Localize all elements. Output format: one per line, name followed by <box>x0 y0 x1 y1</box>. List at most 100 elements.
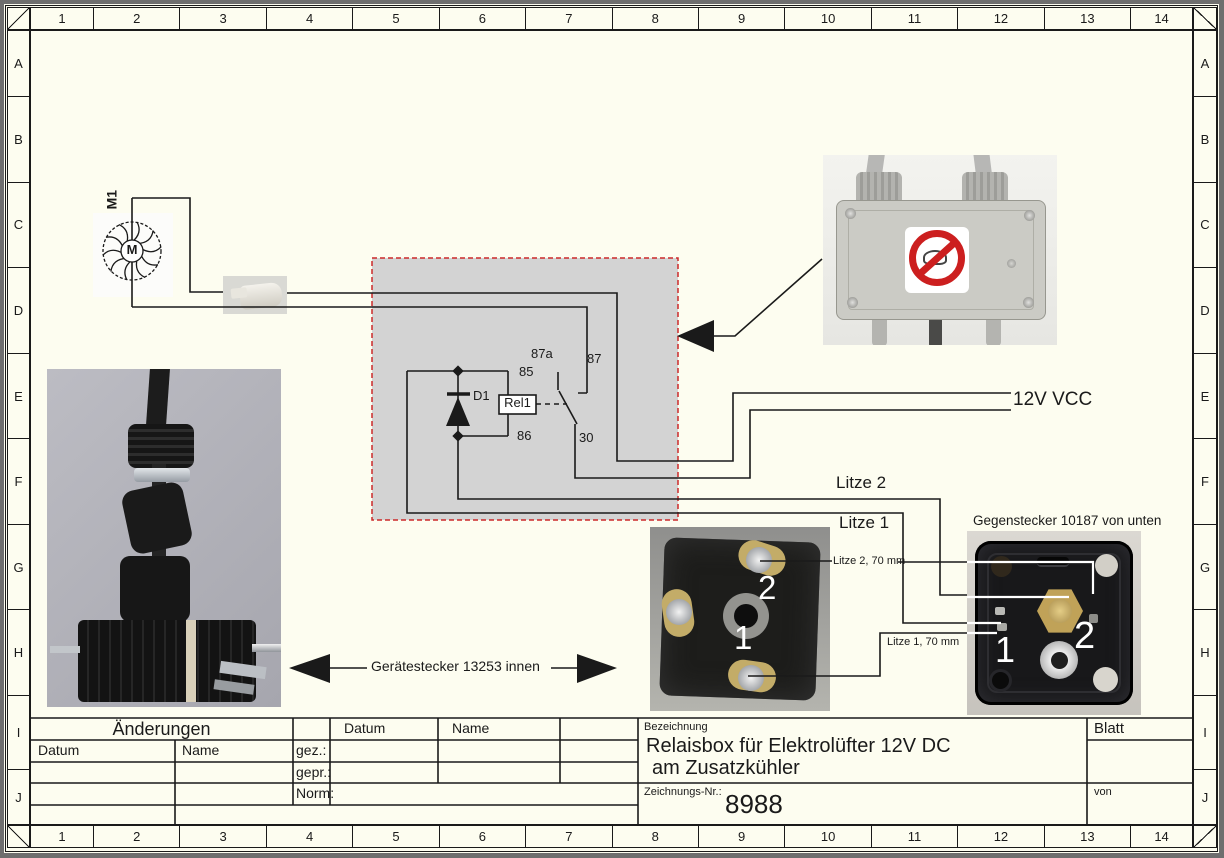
geraetestecker-pin1-label: 1 <box>734 619 753 656</box>
gegenstecker-pin1-label: 1 <box>995 629 1016 670</box>
litze2-label: Litze 2 <box>836 473 887 492</box>
motor-symbol-letter: M <box>126 242 138 257</box>
vcc-label: 12V VCC <box>1013 389 1093 410</box>
mount-hole-icon <box>991 556 1012 577</box>
relay-label: Rel1 <box>504 395 531 410</box>
sheet-label: Blatt <box>1094 720 1125 737</box>
grid-column-label: 3 <box>180 7 267 30</box>
terminal-87-label: 87 <box>587 351 602 366</box>
of-label: von <box>1094 786 1112 798</box>
ring-terminal-hole <box>1051 652 1068 669</box>
grid-column-label: 10 <box>785 825 872 848</box>
grid-column-label: 13 <box>1044 7 1132 30</box>
changes-name-header: Name <box>182 742 220 758</box>
grid-row-label: E <box>1193 353 1217 440</box>
litze2-length-label: Litze 2, 70 mm <box>833 555 906 567</box>
drawing-area-border <box>30 30 1193 825</box>
grid-row-label: H <box>7 610 30 697</box>
inline-connector-photo <box>223 276 287 314</box>
grid-column-label: 6 <box>439 825 527 848</box>
pin-icon <box>50 646 80 653</box>
grid-column-label: 2 <box>94 7 181 30</box>
mount-hole-icon <box>989 669 1012 692</box>
norm-label: Norm: <box>296 785 335 801</box>
changes-header: Änderungen <box>112 719 211 739</box>
grid-row-label: A <box>7 30 30 97</box>
grid-row-label: E <box>7 353 30 440</box>
connector-latch-icon <box>230 287 248 299</box>
gegenstecker-photo <box>967 531 1141 715</box>
cable-icon <box>986 316 1001 345</box>
frame-corner-icon <box>7 7 30 30</box>
terminal-85-label: 85 <box>519 364 534 379</box>
frame-corner-icon <box>7 825 30 848</box>
grid-row-label: B <box>1193 97 1217 183</box>
sign-date-header: Datum <box>344 720 386 736</box>
grid-column-label: 11 <box>871 825 959 848</box>
washer-icon <box>134 468 190 482</box>
relay-box-photo <box>823 155 1057 345</box>
grid-column-label: 5 <box>353 825 440 848</box>
grid-row-label: C <box>7 182 30 269</box>
geraetestecker-pin2-label: 2 <box>758 569 777 606</box>
grid-row-label: D <box>7 268 30 354</box>
motor-label: M1 <box>103 189 120 210</box>
grid-column-label: 10 <box>785 7 872 30</box>
grid-row-label: F <box>7 439 30 525</box>
terminal-screw-icon <box>738 665 764 691</box>
drawing-frame-outer <box>5 5 1218 852</box>
slot-icon <box>1037 557 1069 567</box>
grid-column-label: 4 <box>266 7 354 30</box>
terminal-screw-icon <box>666 599 692 625</box>
grid-row-label: A <box>1193 30 1217 97</box>
terminal-86-label: 86 <box>517 428 532 443</box>
terminal-87a-label: 87a <box>531 346 553 361</box>
prohibition-ring-icon <box>909 230 965 286</box>
grid-row-label: H <box>1193 610 1217 697</box>
cable-icon <box>872 316 887 345</box>
grid-column-label: 14 <box>1131 825 1194 848</box>
frame-corner-icon <box>1193 825 1217 848</box>
screw-icon <box>1024 210 1035 221</box>
grid-column-label: 4 <box>266 825 354 848</box>
grid-column-label: 12 <box>958 825 1045 848</box>
gez-label: gez.: <box>296 742 327 758</box>
screw-icon <box>1023 297 1034 308</box>
screw-icon <box>845 208 856 219</box>
grid-row-label: F <box>1193 439 1217 525</box>
grid-column-label: 8 <box>612 825 699 848</box>
grid-row-label: D <box>1193 268 1217 354</box>
screw-rod-icon <box>252 644 281 652</box>
grid-column-label: 9 <box>698 825 786 848</box>
mount-hole-icon <box>1093 667 1118 692</box>
grid-row-label: G <box>1193 524 1217 611</box>
drawing-number-label: Zeichnungs-Nr.: <box>644 786 722 798</box>
grid-column-label: 2 <box>94 825 181 848</box>
sign-name-header: Name <box>452 720 490 736</box>
grid-row-label: I <box>7 696 30 771</box>
grid-column-label: 7 <box>526 825 613 848</box>
diode-label: D1 <box>473 388 490 403</box>
drawing-title-line2: am Zusatzkühler <box>652 757 800 779</box>
screw-icon <box>1007 259 1016 268</box>
drawing-number: 8988 <box>725 789 783 819</box>
grid-row-label: J <box>1193 770 1217 826</box>
grid-column-label: 11 <box>871 7 959 30</box>
grid-column-label: 9 <box>698 7 786 30</box>
grid-column-label: 6 <box>439 7 527 30</box>
cable-icon <box>145 369 171 430</box>
gland-nut-icon <box>128 424 194 468</box>
cable-gland-plug-photo <box>47 369 281 707</box>
changes-date-header: Datum <box>38 742 80 758</box>
pin-contact-icon <box>997 623 1007 631</box>
grid-column-label: 8 <box>612 7 699 30</box>
grid-row-label: B <box>7 97 30 183</box>
cable-icon <box>929 316 942 345</box>
grid-column-label: 3 <box>180 825 267 848</box>
gegenstecker-caption: Gegenstecker 10187 von unten <box>973 513 1162 528</box>
